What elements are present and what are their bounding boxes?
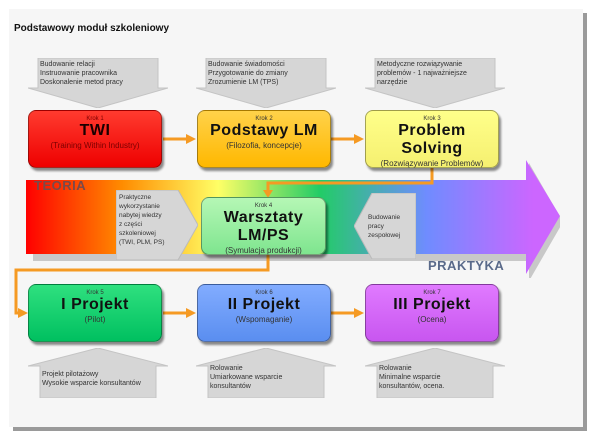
up-arrow-shape — [28, 348, 168, 398]
step-7-subtitle: (Ocena) — [417, 315, 447, 324]
arrowhead-3-4 — [263, 190, 273, 198]
bottom-callout-3: Rolowanie Minimalne wsparcie konsultantó… — [365, 348, 505, 398]
step-2-subtitle: (Filozofia, koncepcje) — [226, 141, 302, 150]
step-2-number: Krok 2 — [255, 116, 273, 122]
up-arrow-shape — [365, 348, 505, 398]
step-6-subtitle: (Wspomaganie) — [235, 315, 293, 324]
step-5-i-projekt: Krok 5 I Projekt (Pilot) — [28, 284, 162, 342]
step-6-ii-projekt: Krok 6 II Projekt (Wspomaganie) — [197, 284, 331, 342]
step-4-warsztaty: Krok 4 Warsztaty LM/PS (Symulacja produk… — [201, 197, 326, 255]
top-callout-2: Budowanie świadomości Przygotowanie do z… — [196, 58, 336, 108]
right-arrow-shape — [116, 190, 198, 260]
side-callout-right: Budowanie pracy zespołowej — [354, 193, 416, 259]
step-7-number: Krok 7 — [423, 290, 441, 296]
step-7-iii-projekt: Krok 7 III Projekt (Ocena) — [365, 284, 499, 342]
bottom-callout-1: Projekt pilotażowy Wysokie wsparcie kons… — [28, 348, 168, 398]
step-5-name: I Projekt — [61, 296, 129, 313]
side-callout-left: Praktyczne wykorzystanie nabytej wiedzy … — [116, 190, 198, 260]
down-arrow-shape — [196, 58, 336, 108]
arrowhead-1-2 — [186, 134, 196, 144]
side-callout-right-text: Budowanie pracy zespołowej — [368, 214, 401, 239]
bottom-callout-3-text: Rolowanie Minimalne wsparcie konsultantó… — [379, 365, 445, 390]
step-6-name: II Projekt — [227, 296, 301, 313]
top-callout-1-text: Budowanie relacji Instruowanie pracownik… — [40, 61, 123, 86]
step-4-number: Krok 4 — [254, 203, 273, 209]
connector-4-5 — [14, 255, 270, 315]
step-4-subtitle: (Symulacja produkcji) — [225, 246, 302, 255]
diagram-title: Podstawowy moduł szkoleniowy — [14, 23, 170, 34]
step-3-number: Krok 3 — [423, 116, 441, 122]
top-callout-3-text: Metodyczne rozwiązywanie problemów - 1 n… — [377, 61, 467, 86]
step-3-subtitle: (Rozwiązywanie Problemów) — [380, 159, 484, 168]
connector-3-4 — [266, 168, 434, 192]
top-callout-2-text: Budowanie świadomości Przygotowanie do z… — [208, 61, 288, 86]
bottom-callout-1-text: Projekt pilotażowy Wysokie wsparcie kons… — [42, 371, 141, 387]
arrowhead-2-3 — [354, 134, 364, 144]
step-2-podstawy-lm: Krok 2 Podstawy LM (Filozofia, koncepcje… — [197, 110, 331, 168]
step-2-name: Podstawy LM — [210, 122, 318, 139]
step-1-twi: Krok 1 TWI (Training Within Industry) — [28, 110, 162, 168]
bottom-callout-2-text: Rolowanie Umiarkowane wsparcie konsultan… — [210, 365, 283, 390]
praktyka-label: PRAKTYKA — [428, 258, 505, 273]
step-1-number: Krok 1 — [86, 116, 104, 122]
step-5-number: Krok 5 — [86, 290, 104, 296]
arrowhead-6-7 — [354, 308, 364, 318]
top-callout-1: Budowanie relacji Instruowanie pracownik… — [28, 58, 168, 108]
bottom-callout-2: Rolowanie Umiarkowane wsparcie konsultan… — [196, 348, 336, 398]
step-4-name: Warsztaty LM/PS — [223, 209, 304, 244]
down-arrow-shape — [28, 58, 168, 108]
step-1-subtitle: (Training Within Industry) — [50, 141, 140, 150]
step-7-name: III Projekt — [393, 296, 471, 313]
side-callout-left-text: Praktyczne wykorzystanie nabytej wiedzy … — [119, 194, 165, 246]
step-6-number: Krok 6 — [255, 290, 273, 296]
down-arrow-shape — [365, 58, 505, 108]
step-5-subtitle: (Pilot) — [84, 315, 106, 324]
top-callout-3: Metodyczne rozwiązywanie problemów - 1 n… — [365, 58, 505, 108]
up-arrow-shape — [196, 348, 336, 398]
arrowhead-5-6 — [186, 308, 196, 318]
teoria-label: TEORIA — [34, 178, 87, 193]
step-3-problem-solving: Krok 3 Problem Solving (Rozwiązywanie Pr… — [365, 110, 499, 168]
step-1-name: TWI — [79, 122, 111, 139]
step-3-name: Problem Solving — [398, 122, 466, 157]
left-arrow-shape — [354, 193, 416, 259]
arrowhead-4-5 — [18, 308, 28, 318]
